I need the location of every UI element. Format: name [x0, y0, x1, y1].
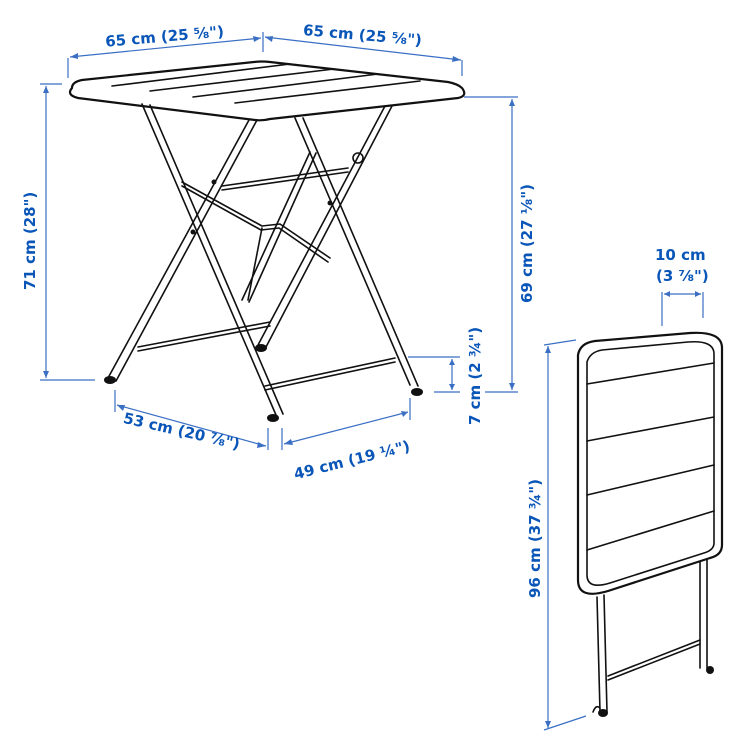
label-base-depth-right: 49 cm (19 ¼") [292, 437, 412, 483]
folded-top-inner [586, 340, 715, 586]
tabletop-outline [68, 60, 466, 122]
dimension-top-right: 65 cm (25 ⅝") [264, 21, 463, 76]
dimension-folded-thickness: 10 cm (3 ⅞") [655, 246, 709, 326]
dimension-base-depth-left: 53 cm (20 ⅞") [114, 390, 269, 453]
label-folded-thickness-cm: 10 cm [655, 246, 706, 264]
folded-table [576, 331, 724, 717]
folded-top-outline [576, 331, 724, 595]
label-top-width-left: 65 cm (25 ⅝") [105, 22, 225, 50]
braces [137, 152, 396, 391]
label-folded-thickness-in: (3 ⅞") [656, 267, 709, 285]
label-total-height: 71 cm (28") [21, 192, 39, 290]
dimension-foot-clearance: 7 cm (2 ¾") [408, 327, 484, 425]
folded-slats [586, 362, 715, 551]
dimension-underside-height: 69 cm (27 ⅛") [464, 96, 536, 393]
label-folded-height: 96 cm (37 ¾") [526, 479, 544, 598]
dimension-base-depth-right: 49 cm (19 ¼") [281, 398, 412, 483]
label-foot-clearance: 7 cm (2 ¾") [466, 327, 484, 425]
dimension-top-left: 65 cm (25 ⅝") [67, 22, 264, 78]
label-top-width-right: 65 cm (25 ⅝") [302, 21, 422, 49]
folded-legs [592, 559, 714, 717]
dimension-folded-height: 96 cm (37 ¾") [526, 339, 587, 731]
unfolded-table [68, 60, 466, 422]
label-base-depth-left: 53 cm (20 ⅞") [122, 409, 242, 453]
tabletop-slats [111, 63, 421, 104]
dimension-total-height: 71 cm (28") [21, 83, 95, 381]
label-underside-height: 69 cm (27 ⅛") [518, 184, 536, 303]
legs [104, 103, 423, 422]
